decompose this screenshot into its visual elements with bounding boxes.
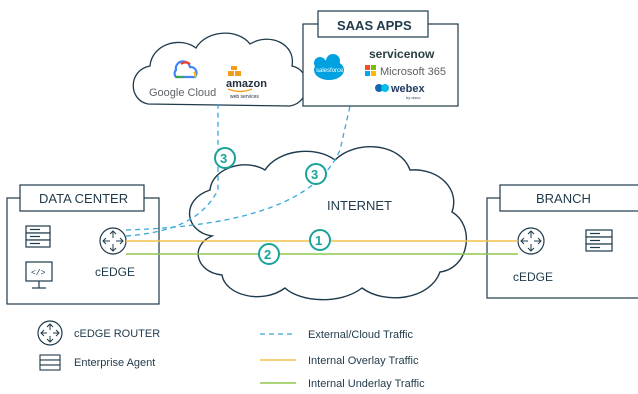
saas-box (302, 23, 459, 107)
svg-text:3: 3 (311, 167, 318, 182)
marker-1-overlay: 1 (309, 229, 331, 251)
salesforce-label: salesforce (316, 68, 344, 74)
legend-underlay-label: Internal Underlay Traffic (308, 378, 425, 390)
legend: cEDGE ROUTER Enterprise Agent External/C… (37, 320, 425, 390)
legend-agent-icon (39, 354, 61, 371)
branch-box (486, 197, 638, 299)
legend-overlay-label: Internal Overlay Traffic (308, 355, 419, 367)
internet-label: INTERNET (327, 198, 392, 213)
legend-agent-label: Enterprise Agent (74, 357, 155, 369)
data-center-router-icon (99, 227, 127, 255)
internet-cloud (188, 146, 468, 301)
enterprise-agent-icon (25, 225, 51, 248)
marker-3-saas: 3 (305, 163, 327, 185)
aws-label: amazon (226, 78, 267, 90)
branch-agent-icon (585, 229, 613, 252)
svg-text:2: 2 (264, 247, 271, 262)
webex-sub-label: by cisco (406, 95, 421, 100)
legend-router-label: cEDGE ROUTER (74, 328, 160, 340)
data-center-edge-label: cEDGE (95, 265, 135, 279)
servicenow-label: servicenow (369, 47, 435, 61)
public-cloud (132, 32, 308, 107)
data-center-title-box (19, 184, 145, 212)
google-cloud-logo (173, 60, 198, 79)
legend-external-label: External/Cloud Traffic (308, 329, 413, 341)
salesforce-logo (314, 54, 344, 80)
saas-title-box (317, 10, 429, 38)
svg-text:1: 1 (315, 233, 322, 248)
data-center-box (6, 197, 160, 305)
marker-2-underlay: 2 (258, 243, 280, 265)
data-center-title: DATA CENTER (39, 191, 128, 206)
external-traffic-to-public-cloud (125, 104, 219, 237)
microsoft-label: Microsoft 365 (380, 66, 446, 78)
webex-label: webex (390, 83, 426, 95)
webex-logo (375, 84, 389, 92)
external-traffic-to-saas (125, 105, 351, 231)
microsoft-logo (365, 65, 376, 76)
branch-title: BRANCH (536, 191, 591, 206)
branch-title-box (499, 184, 638, 212)
marker-3-public-cloud: 3 (214, 147, 236, 169)
google-cloud-label: Google Cloud (149, 87, 216, 99)
aws-sub-label: web services (230, 94, 259, 100)
code-monitor-icon: </> (25, 261, 53, 289)
legend-router-icon (37, 320, 63, 346)
branch-router-icon (517, 227, 545, 255)
svg-text:3: 3 (220, 151, 227, 166)
branch-edge-label: cEDGE (513, 270, 553, 284)
code-glyph: </> (31, 269, 46, 278)
saas-title: SAAS APPS (337, 18, 412, 33)
aws-logo (228, 66, 241, 76)
